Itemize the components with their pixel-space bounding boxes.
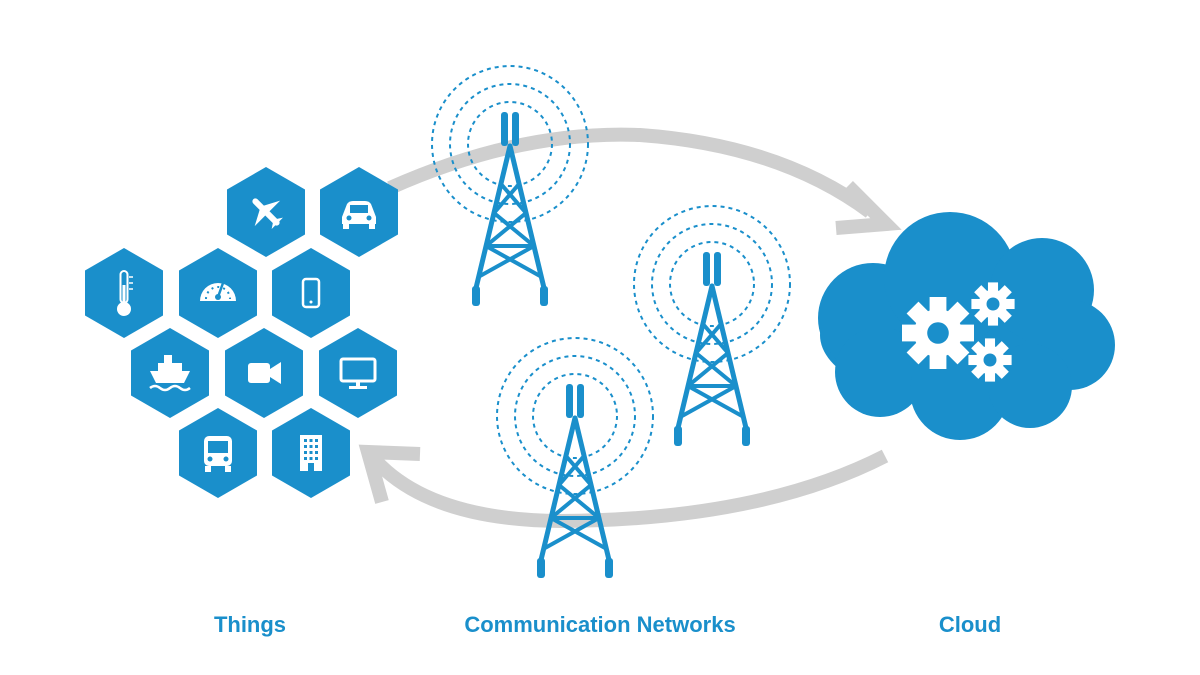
- cell-tower-icon: [432, 66, 588, 306]
- thermometer-icon: [85, 248, 163, 338]
- video-camera-icon: [225, 328, 303, 418]
- building-icon: [272, 408, 350, 498]
- monitor-icon: [319, 328, 397, 418]
- communication-networks-label: Communication Networks: [464, 612, 736, 637]
- ship-icon: [131, 328, 209, 418]
- things-label: Things: [213, 612, 287, 637]
- arrow-to-cloud: [387, 127, 875, 218]
- cloud-label: Cloud: [938, 612, 1002, 637]
- cloud-shape: [818, 212, 1115, 440]
- gauge-icon: [179, 248, 257, 338]
- cell-tower-icon: [634, 206, 790, 446]
- things-group: [85, 167, 398, 498]
- arrow-to-things-head: [358, 444, 421, 504]
- car-icon: [320, 167, 398, 257]
- bus-icon: [179, 408, 257, 498]
- arrow-to-cloud-head: [835, 181, 902, 235]
- smartphone-icon: [272, 248, 350, 338]
- arrow-to-things: [369, 449, 889, 529]
- cell-tower-icon: [497, 338, 653, 578]
- airplane-icon: [227, 167, 305, 257]
